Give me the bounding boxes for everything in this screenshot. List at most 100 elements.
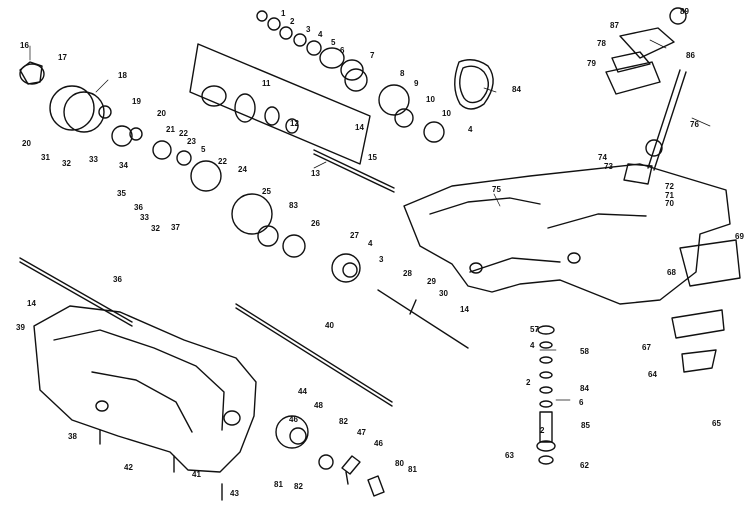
part-number-callout: 82 [294, 482, 303, 491]
part-number-callout: 44 [298, 387, 307, 396]
part-number-callout: 48 [314, 401, 323, 410]
part-number-callout: 4 [530, 341, 535, 350]
part-number-callout: 84 [580, 384, 589, 393]
part-number-callout: 82 [339, 417, 348, 426]
part-number-callout: 62 [580, 461, 589, 470]
part-number-callout: 9 [414, 79, 419, 88]
part-number-callout: 36 [134, 203, 143, 212]
part-number-callout: 3 [306, 25, 311, 34]
lower-middle-parts [275, 415, 385, 497]
part-number-callout: 23 [187, 137, 196, 146]
part-number-callout: 11 [262, 79, 271, 88]
part-number-callout: 33 [89, 155, 98, 164]
part-number-callout: 28 [403, 269, 412, 278]
small-parts-top [256, 10, 364, 81]
part-number-callout: 83 [289, 201, 298, 210]
part-number-callout: 14 [355, 123, 364, 132]
part-number-callout: 15 [368, 153, 377, 162]
part-number-callout: 20 [22, 139, 31, 148]
part-number-callout: 4 [468, 125, 473, 134]
part-number-callout: 34 [119, 161, 128, 170]
part-number-callout: 68 [667, 268, 676, 277]
part-number-callout: 39 [16, 323, 25, 332]
part-number-callout: 69 [735, 232, 744, 241]
bracket-group [671, 239, 741, 373]
part-number-callout: 42 [124, 463, 133, 472]
part-number-callout: 37 [171, 223, 180, 232]
part-number-callout: 74 [598, 153, 607, 162]
part-number-callout: 5 [201, 145, 206, 154]
part-number-callout: 6 [579, 398, 584, 407]
part-number-callout: 2 [290, 17, 295, 26]
part-number-callout: 2 [526, 378, 531, 387]
part-number-callout: 33 [140, 213, 149, 222]
part-number-callout: 14 [460, 305, 469, 314]
part-number-callout: 3 [379, 255, 384, 264]
part-number-callout: 80 [395, 459, 404, 468]
part-number-callout: 81 [408, 465, 417, 474]
part-number-callout: 8 [400, 69, 405, 78]
part-number-callout: 22 [218, 157, 227, 166]
part-number-callout: 12 [290, 119, 299, 128]
part-number-callout: 72 [665, 182, 674, 191]
part-number-callout: 30 [439, 289, 448, 298]
part-number-callout: 27 [350, 231, 359, 240]
part-number-callout: 24 [238, 165, 247, 174]
part-number-callout: 7 [370, 51, 375, 60]
part-number-callout: 5 [331, 38, 336, 47]
part-number-callout: 47 [357, 428, 366, 437]
part-number-callout: 14 [27, 299, 36, 308]
part-number-callout: 63 [505, 451, 514, 460]
part-number-callout: 81 [274, 480, 283, 489]
axles [19, 257, 469, 407]
part-number-callout: 76 [690, 120, 699, 129]
part-number-callout: 58 [580, 347, 589, 356]
part-number-callout: 21 [166, 125, 175, 134]
part-number-callout: 4 [368, 239, 373, 248]
fasteners [99, 299, 417, 501]
part-number-callout: 2 [540, 426, 545, 435]
part-number-callout: 84 [512, 85, 521, 94]
part-number-callout: 73 [604, 162, 613, 171]
part-number-callout: 35 [117, 189, 126, 198]
part-number-callout: 1 [281, 9, 286, 18]
part-number-callout: 70 [665, 199, 674, 208]
part-number-callout: 87 [610, 21, 619, 30]
part-number-callout: 29 [427, 277, 436, 286]
part-number-callout: 57 [530, 325, 539, 334]
part-number-callout: 32 [151, 224, 160, 233]
part-number-callout: 86 [686, 51, 695, 60]
part-number-callout: 20 [157, 109, 166, 118]
part-number-callout: 25 [262, 187, 271, 196]
part-number-callout: 43 [230, 489, 239, 498]
left-gear-cluster [19, 61, 361, 283]
part-number-callout: 36 [113, 275, 122, 284]
part-number-callout: 17 [58, 53, 67, 62]
chain [454, 59, 494, 110]
lower-housing [33, 305, 257, 473]
part-number-callout: 89 [680, 7, 689, 16]
part-number-callout: 79 [587, 59, 596, 68]
part-number-callout: 26 [311, 219, 320, 228]
part-number-callout: 31 [41, 153, 50, 162]
part-number-callout: 6 [340, 46, 345, 55]
upper-right-assembly [605, 7, 687, 185]
part-number-callout: 16 [20, 41, 29, 50]
part-number-callout: 22 [179, 129, 188, 138]
part-number-callout: 75 [492, 185, 501, 194]
vertical-stack [536, 325, 556, 465]
part-number-callout: 13 [311, 169, 320, 178]
part-number-callout: 10 [426, 95, 435, 104]
part-number-callout: 85 [581, 421, 590, 430]
part-number-callout: 40 [325, 321, 334, 330]
part-number-callout: 46 [289, 415, 298, 424]
part-number-callout: 38 [68, 432, 77, 441]
countershaft-group [189, 43, 445, 193]
part-number-callout: 67 [642, 343, 651, 352]
part-number-callout: 46 [374, 439, 383, 448]
part-number-callout: 64 [648, 370, 657, 379]
part-number-callout: 4 [318, 30, 323, 39]
part-number-callout: 10 [442, 109, 451, 118]
